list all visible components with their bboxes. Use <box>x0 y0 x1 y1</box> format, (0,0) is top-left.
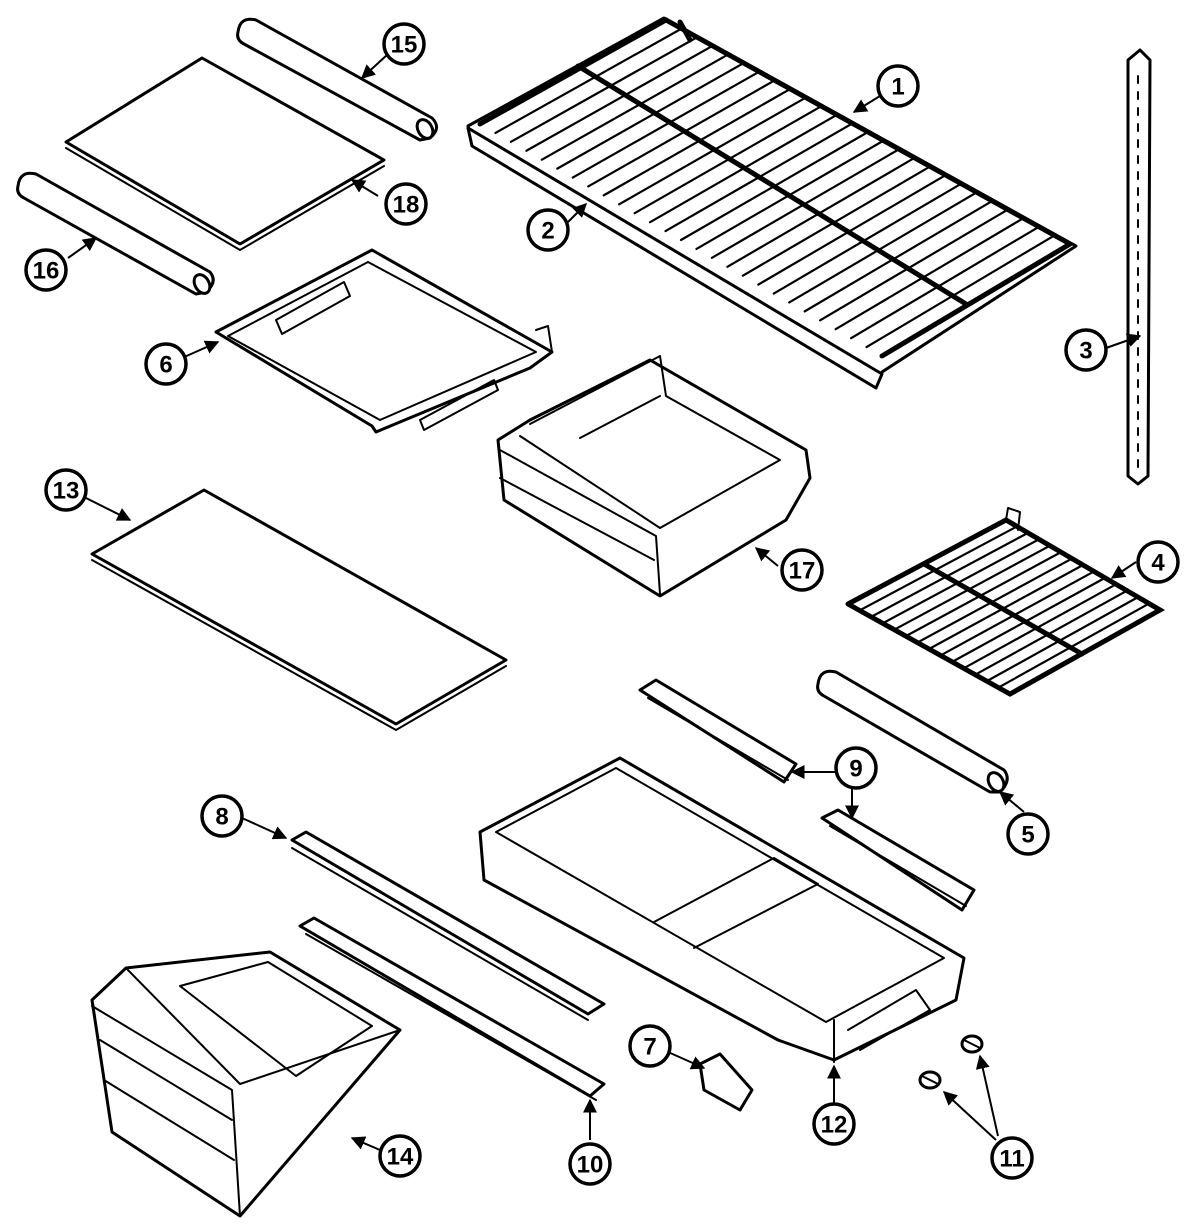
small-wire-slat <box>916 557 1074 644</box>
svg-text:8: 8 <box>215 804 228 831</box>
small-wire-slat <box>858 525 1019 612</box>
part-16-rod <box>16 171 215 296</box>
wire-slat <box>525 44 714 152</box>
wire-slat <box>618 96 807 206</box>
wire-slat <box>540 53 730 161</box>
svg-text:17: 17 <box>789 558 816 585</box>
callout-10: 10 <box>568 1142 612 1186</box>
wire-slat <box>679 130 870 242</box>
part-15-rod <box>236 17 438 142</box>
callout-9: 9 <box>834 746 878 790</box>
svg-text:5: 5 <box>1021 822 1034 849</box>
part-7-bracket <box>698 1052 754 1112</box>
wire-slat <box>602 87 792 197</box>
wire-slat <box>633 105 823 215</box>
part-4-small-wire-shelf <box>845 507 1166 697</box>
callout-4: 4 <box>1136 540 1180 584</box>
wire-slat <box>648 113 839 224</box>
wire-slat <box>819 208 1009 322</box>
callout-14: 14 <box>378 1134 422 1178</box>
callout-3: 3 <box>1064 328 1108 372</box>
callout-17: 17 <box>780 548 824 592</box>
part-17-crisper-drawer <box>496 355 812 598</box>
callout-7: 7 <box>628 1024 672 1068</box>
small-wire-slats <box>858 525 1151 689</box>
part-9-channel-lower <box>820 808 976 912</box>
wire-slat <box>664 122 854 233</box>
wire-slat <box>509 36 699 143</box>
part-10-channel <box>298 916 606 1101</box>
small-wire-slat <box>893 544 1052 631</box>
svg-text:13: 13 <box>53 478 80 505</box>
svg-text:4: 4 <box>1151 550 1165 577</box>
small-wire-slat <box>985 596 1140 683</box>
part-5-rod <box>816 669 1009 794</box>
svg-text:1: 1 <box>891 74 904 101</box>
wire-slat <box>556 61 745 170</box>
callout-1: 1 <box>876 64 920 108</box>
part-9-channel-upper <box>638 678 798 784</box>
callout-12: 12 <box>812 1102 856 1146</box>
wire-slat <box>803 199 994 313</box>
svg-text:2: 2 <box>541 218 554 245</box>
part-11-screw-upper <box>960 1034 984 1054</box>
callout-16: 16 <box>24 248 68 292</box>
svg-text:7: 7 <box>643 1034 656 1061</box>
wire-slat <box>587 79 776 188</box>
wire-slat <box>865 234 1056 349</box>
wire-slat <box>788 191 978 304</box>
small-wire-slat <box>904 551 1063 638</box>
wire-slat <box>741 165 932 277</box>
small-wire-slat <box>870 531 1030 618</box>
svg-text:6: 6 <box>159 352 172 379</box>
part-2-shelf-trim <box>466 126 884 390</box>
small-wire-slat <box>974 589 1129 676</box>
callout-8: 8 <box>200 794 244 838</box>
wire-slat <box>710 148 901 259</box>
wire-slat <box>849 225 1041 340</box>
callout-5: 5 <box>1006 812 1050 856</box>
callout-2: 2 <box>526 208 570 252</box>
leader-lines <box>67 53 1142 1151</box>
part-1-wire-shelf <box>466 16 1078 384</box>
svg-text:11: 11 <box>999 1146 1024 1173</box>
part-12-crisper-cover-frame <box>478 756 966 1063</box>
svg-text:14: 14 <box>387 1144 414 1171</box>
wire-slat <box>494 27 683 135</box>
wire-slat <box>757 173 947 286</box>
wire-slat <box>772 182 963 295</box>
part-11-screw-lower <box>918 1070 942 1090</box>
callout-15: 15 <box>382 22 426 66</box>
svg-text:18: 18 <box>393 192 420 219</box>
callout-18: 18 <box>384 182 428 226</box>
part-14-pan <box>90 950 402 1218</box>
small-wire-slat <box>881 538 1041 625</box>
small-wire-slat <box>997 602 1151 689</box>
callout-13: 13 <box>44 468 88 512</box>
small-wire-slat <box>951 576 1107 663</box>
part-13-glass-panel <box>90 488 508 731</box>
small-wire-slat <box>939 570 1096 657</box>
wire-slat <box>695 139 885 251</box>
svg-text:16: 16 <box>33 258 60 285</box>
wire-slat <box>834 217 1025 331</box>
svg-text:15: 15 <box>391 32 418 59</box>
part-3-ladder-rail <box>1126 48 1152 486</box>
wire-slats <box>494 27 1056 349</box>
wire-slat <box>726 156 916 268</box>
small-wire-slat <box>962 583 1118 670</box>
part-8-front-strip <box>290 830 606 1021</box>
small-wire-slat <box>927 563 1085 651</box>
wire-slat <box>571 70 761 179</box>
part-6-shelf-frame <box>214 248 554 434</box>
callout-11: 11 <box>990 1136 1034 1180</box>
part-18-glass-panel <box>64 56 386 251</box>
svg-text:9: 9 <box>849 756 862 783</box>
svg-text:3: 3 <box>1079 338 1092 365</box>
svg-text:12: 12 <box>821 1112 848 1139</box>
svg-text:10: 10 <box>577 1152 604 1179</box>
callout-6: 6 <box>144 342 188 386</box>
